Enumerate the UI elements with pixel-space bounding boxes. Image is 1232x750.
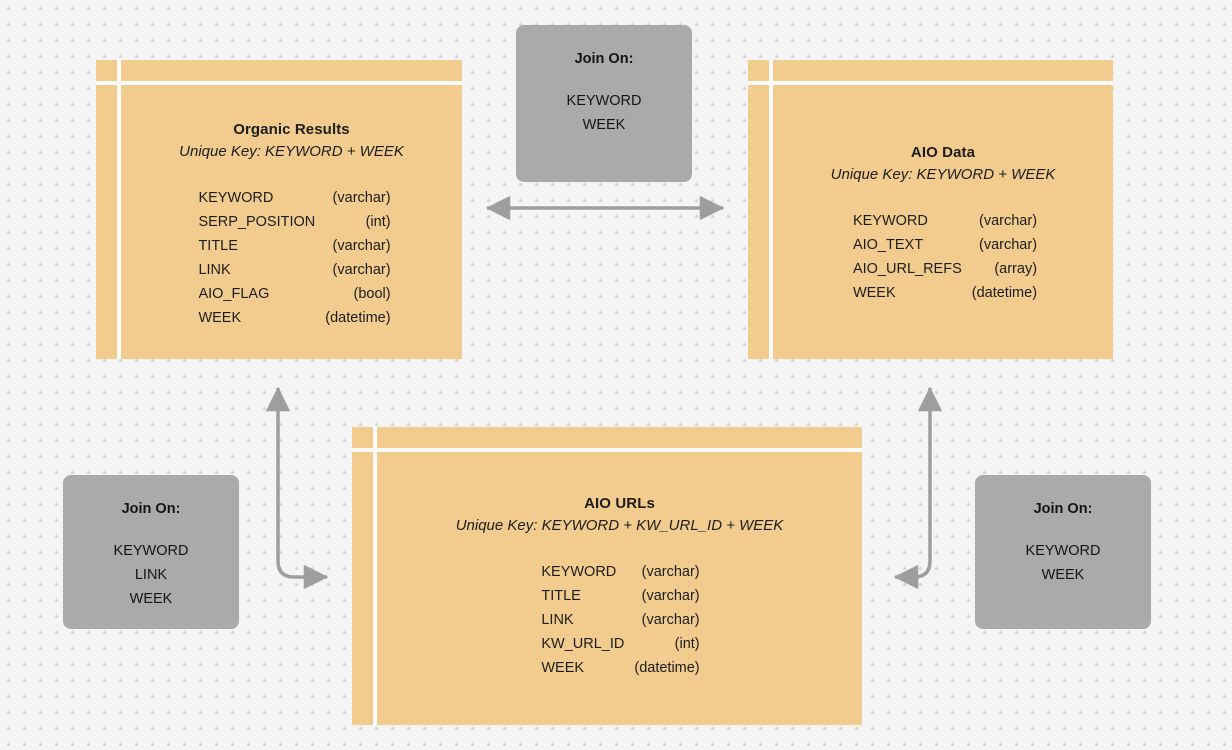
- join-note-key: WEEK: [1041, 567, 1085, 583]
- entity-field-row: AIO_URL_REFS (array): [853, 257, 1037, 281]
- entity-card-organic-results[interactable]: Organic Results Unique Key: KEYWORD + WE…: [96, 60, 462, 359]
- field-name: KW_URL_ID: [541, 636, 625, 652]
- entity-card-aio-urls[interactable]: AIO URLs Unique Key: KEYWORD + KW_URL_ID…: [352, 427, 862, 725]
- card-frame-horizontal-line: [96, 81, 462, 85]
- field-type: (varchar): [979, 237, 1038, 253]
- entity-unique-key: Unique Key: KEYWORD + WEEK: [179, 143, 404, 160]
- connector-aio-data-to-aio-urls: [893, 386, 943, 590]
- card-frame-vertical-line: [117, 60, 121, 359]
- join-note-key-list: KEYWORD WEEK: [567, 89, 642, 137]
- field-type: (int): [365, 214, 391, 230]
- join-note-key: LINK: [134, 567, 168, 583]
- entity-body: AIO URLs Unique Key: KEYWORD + KW_URL_ID…: [377, 452, 862, 725]
- field-name: LINK: [541, 612, 574, 628]
- join-note-key-list: KEYWORD WEEK: [1026, 539, 1101, 587]
- entity-field-row: AIO_TEXT (varchar): [853, 233, 1037, 257]
- join-note-key: KEYWORD: [1025, 543, 1101, 559]
- field-name: WEEK: [852, 285, 896, 301]
- entity-unique-key: Unique Key: KEYWORD + KW_URL_ID + WEEK: [455, 517, 784, 534]
- field-type: (varchar): [332, 238, 391, 254]
- join-note-organic-to-aio-data[interactable]: Join On: KEYWORD WEEK: [516, 25, 692, 182]
- field-name: AIO_URL_REFS: [852, 261, 962, 277]
- join-note-organic-to-aio-urls[interactable]: Join On: KEYWORD LINK WEEK: [63, 475, 239, 629]
- entity-field-row: KW_URL_ID (int): [541, 632, 699, 656]
- field-name: LINK: [198, 262, 231, 278]
- field-type: (datetime): [325, 310, 391, 326]
- entity-field-row: KEYWORD (varchar): [198, 186, 390, 210]
- field-type: (array): [994, 261, 1038, 277]
- field-type: (varchar): [641, 564, 700, 580]
- card-frame-vertical-line: [769, 60, 773, 359]
- entity-field-row: WEEK (datetime): [853, 281, 1037, 305]
- field-name: WEEK: [541, 660, 585, 676]
- entity-field-list: KEYWORD (varchar) AIO_TEXT (varchar) AIO…: [853, 209, 1037, 305]
- entity-field-row: LINK (varchar): [198, 258, 390, 282]
- entity-field-row: TITLE (varchar): [541, 584, 699, 608]
- card-frame-horizontal-line: [748, 81, 1113, 85]
- field-name: AIO_TEXT: [852, 237, 924, 253]
- entity-field-row: LINK (varchar): [541, 608, 699, 632]
- field-name: AIO_FLAG: [198, 286, 270, 302]
- field-type: (varchar): [979, 213, 1038, 229]
- entity-title: AIO URLs: [584, 495, 655, 512]
- join-note-key: WEEK: [129, 591, 173, 607]
- join-note-key: KEYWORD: [113, 543, 189, 559]
- join-note-title: Join On:: [121, 501, 181, 517]
- join-note-title: Join On:: [1033, 501, 1093, 517]
- field-type: (varchar): [641, 612, 700, 628]
- field-type: (varchar): [332, 190, 391, 206]
- entity-card-aio-data[interactable]: AIO Data Unique Key: KEYWORD + WEEK KEYW…: [748, 60, 1113, 359]
- entity-field-row: TITLE (varchar): [198, 234, 390, 258]
- field-type: (datetime): [971, 285, 1038, 301]
- field-name: WEEK: [198, 310, 242, 326]
- entity-field-list: KEYWORD (varchar) TITLE (varchar) LINK (…: [541, 560, 699, 680]
- field-name: TITLE: [541, 588, 581, 604]
- field-type: (varchar): [332, 262, 391, 278]
- entity-field-row: KEYWORD (varchar): [541, 560, 699, 584]
- field-type: (varchar): [641, 588, 700, 604]
- join-note-key: KEYWORD: [566, 93, 642, 109]
- card-frame-horizontal-line: [352, 448, 862, 452]
- join-note-key: WEEK: [582, 117, 626, 133]
- entity-field-list: KEYWORD (varchar) SERP_POSITION (int) TI…: [198, 186, 390, 330]
- entity-field-row: SERP_POSITION (int): [198, 210, 390, 234]
- join-note-key-list: KEYWORD LINK WEEK: [114, 539, 189, 611]
- entity-field-row: WEEK (datetime): [541, 656, 699, 680]
- join-note-aio-data-to-aio-urls[interactable]: Join On: KEYWORD WEEK: [975, 475, 1151, 629]
- entity-body: Organic Results Unique Key: KEYWORD + WE…: [121, 85, 462, 359]
- field-name: KEYWORD: [198, 190, 274, 206]
- connector-organic-to-aio-urls: [265, 386, 329, 590]
- entity-title: AIO Data: [910, 144, 976, 161]
- entity-title: Organic Results: [233, 121, 350, 138]
- entity-unique-key: Unique Key: KEYWORD + WEEK: [830, 166, 1056, 183]
- field-type: (bool): [353, 286, 391, 302]
- entity-body: AIO Data Unique Key: KEYWORD + WEEK KEYW…: [773, 85, 1113, 359]
- field-name: KEYWORD: [852, 213, 928, 229]
- entity-field-row: KEYWORD (varchar): [853, 209, 1037, 233]
- field-type: (int): [674, 636, 700, 652]
- field-name: TITLE: [198, 238, 238, 254]
- entity-field-row: AIO_FLAG (bool): [198, 282, 390, 306]
- field-name: SERP_POSITION: [198, 214, 316, 230]
- card-frame-vertical-line: [373, 427, 377, 725]
- join-note-title: Join On:: [574, 51, 634, 67]
- field-type: (datetime): [634, 660, 700, 676]
- entity-field-row: WEEK (datetime): [198, 306, 390, 330]
- field-name: KEYWORD: [541, 564, 617, 580]
